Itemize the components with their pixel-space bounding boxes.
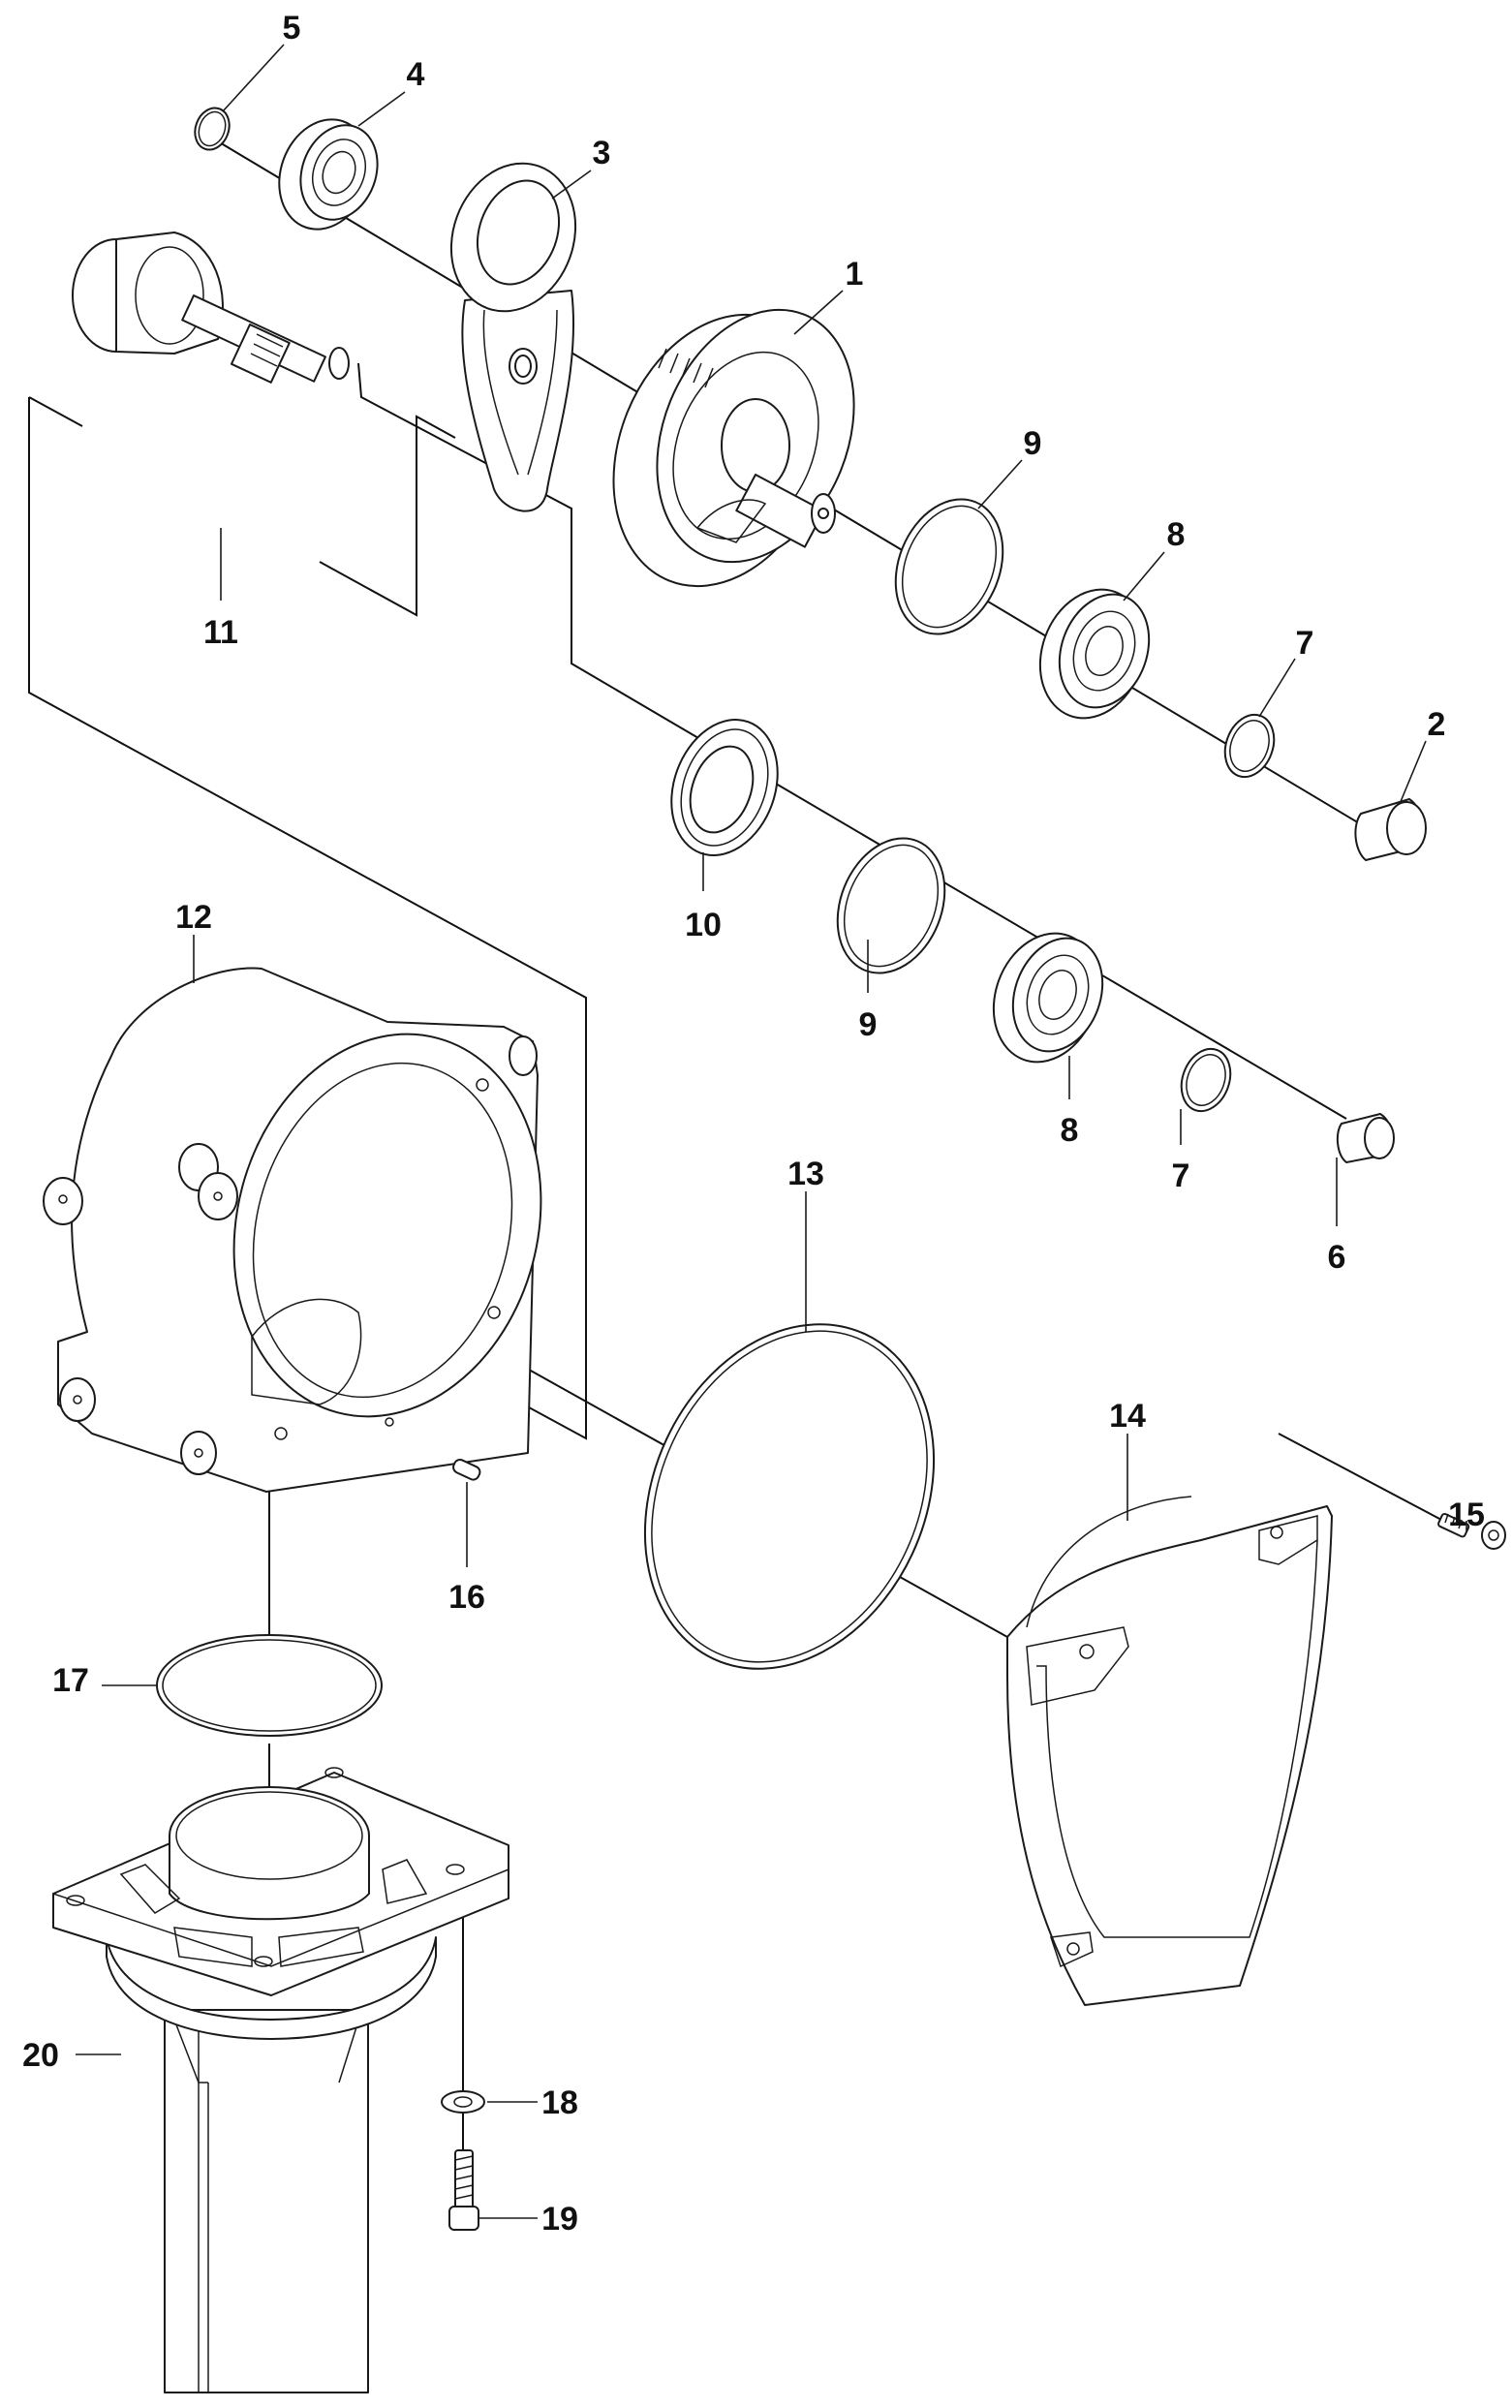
label-7-upper: 7: [1296, 625, 1314, 662]
label-19: 19: [541, 2201, 578, 2238]
leader-lines: [76, 44, 1467, 2219]
label-18: 18: [541, 2084, 578, 2121]
label-3: 3: [593, 135, 611, 171]
label-11: 11: [203, 614, 238, 651]
label-4: 4: [407, 56, 425, 93]
label-15: 15: [1448, 1497, 1485, 1533]
part-12-gear-housing[interactable]: [43, 967, 582, 1493]
part-8-bearing-lower[interactable]: [976, 918, 1118, 1076]
part-5-circlip[interactable]: [190, 104, 235, 155]
label-5: 5: [283, 10, 301, 46]
part-labels: 5 4 3 1 9 8 7 2 11 10 9 8 7 6 12 13 14 1…: [22, 10, 1485, 2238]
part-15-socket-screw[interactable]: [1437, 1512, 1506, 1550]
part-13-o-ring-large[interactable]: [591, 1277, 988, 1716]
part-6-bushing[interactable]: [1336, 1113, 1395, 1163]
part-2-bushing[interactable]: [1354, 798, 1427, 861]
label-12: 12: [175, 899, 212, 936]
part-11-clutch-drum[interactable]: [72, 232, 350, 384]
part-9-retaining-ring-upper[interactable]: [877, 483, 1022, 650]
part-16-pin[interactable]: [451, 1458, 481, 1482]
part-4-bearing[interactable]: [264, 107, 390, 242]
part-3-connecting-rod[interactable]: [431, 145, 596, 512]
part-7-circlip-lower[interactable]: [1173, 1042, 1239, 1118]
part-9-retaining-ring-lower[interactable]: [818, 822, 964, 989]
label-13: 13: [787, 1156, 824, 1192]
part-19-screw[interactable]: [448, 2149, 479, 2231]
label-7-lower: 7: [1172, 1158, 1190, 1194]
part-10-shaft-seal[interactable]: [654, 705, 796, 871]
cover-screw-axis-line: [1278, 1433, 1444, 1522]
part-14-housing-cover[interactable]: [1006, 1496, 1333, 2006]
clutch-bracket-top: [28, 396, 83, 427]
part-8-bearing-upper[interactable]: [1023, 574, 1164, 732]
pinion-bracket-line: [319, 415, 456, 617]
label-14: 14: [1109, 1398, 1146, 1435]
part-18-washer[interactable]: [441, 2090, 485, 2114]
part-1-crankshaft-gear[interactable]: [574, 280, 889, 619]
part-17-o-ring-small[interactable]: [156, 1634, 383, 1737]
label-2: 2: [1428, 706, 1446, 743]
label-9-upper: 9: [1024, 425, 1042, 462]
label-8-lower: 8: [1061, 1112, 1079, 1149]
label-10: 10: [685, 907, 722, 943]
label-17: 17: [52, 1662, 89, 1699]
label-20: 20: [22, 2037, 59, 2074]
label-16: 16: [448, 1579, 485, 1616]
label-9-lower: 9: [859, 1006, 878, 1043]
lower-axis-line: [357, 362, 1347, 1120]
part-20-tube-adapter[interactable]: [52, 1767, 509, 2393]
label-8-upper: 8: [1167, 516, 1186, 553]
label-6: 6: [1328, 1239, 1346, 1276]
label-1: 1: [846, 256, 864, 293]
